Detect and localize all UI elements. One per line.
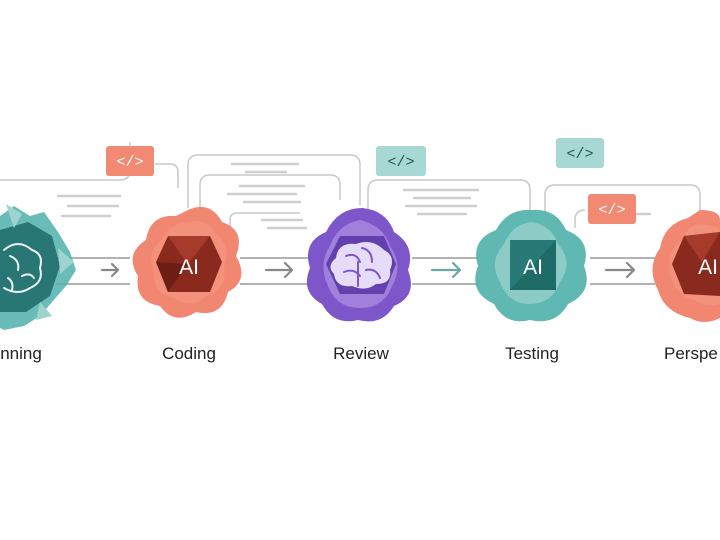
arrow-icon [264,261,294,279]
stage-node-perspective: AI [652,210,720,322]
stage-label-perspective: Perspe [664,344,718,363]
arrow-icon [430,261,462,279]
flow-lines [56,257,655,285]
code-tag-label: </> [598,202,625,219]
stage-node-review [306,208,411,322]
stage-node-planning [0,204,76,330]
code-tag-label: </> [566,146,593,163]
code-tag-3: </> [556,138,604,168]
code-tag-4: </> [588,194,636,224]
arrow-icon [100,262,120,278]
stage-label-testing: Testing [505,344,559,363]
code-tag-2: </> [376,146,426,176]
code-tag-label: </> [116,154,143,171]
stage-node-testing: AI [475,209,587,322]
ai-badge: AI [698,256,718,279]
arrow-icon [604,261,636,279]
stage-label-planning: nning [0,344,42,363]
code-tag-label: </> [387,154,414,171]
stage-node-coding: AI [132,206,242,318]
stage-label-review: Review [333,344,389,363]
brain-icon [330,242,392,289]
ai-badge: AI [179,256,199,279]
brain-icon [3,243,42,293]
code-tag-1: </> [106,146,154,176]
text-placeholder-lines [56,162,652,230]
stage-label-coding: Coding [162,344,216,363]
ai-badge: AI [523,256,543,279]
